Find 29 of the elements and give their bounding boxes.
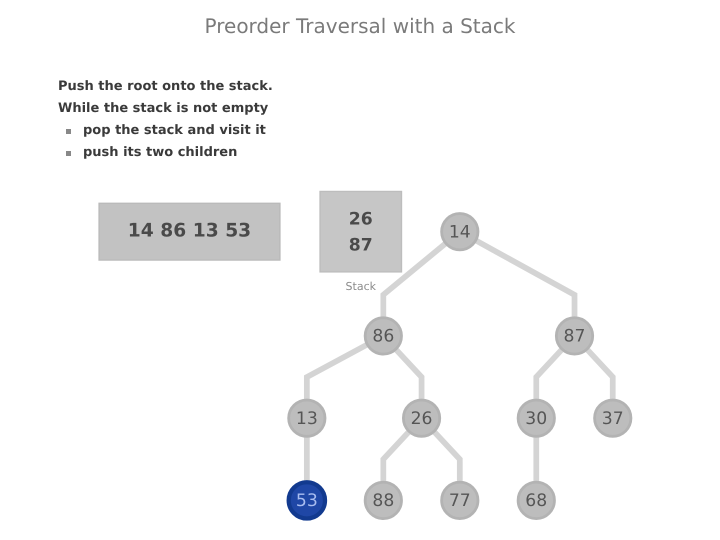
tree-node: 26 <box>402 398 442 438</box>
output-bar: 14 86 13 53 <box>98 202 281 261</box>
instruction-text: While the stack is not empty <box>58 100 268 118</box>
instruction-text: Push the root onto the stack. <box>58 78 273 96</box>
node-caption: Stack <box>346 280 376 293</box>
connector-line <box>533 347 564 400</box>
connector-line <box>304 342 369 400</box>
tree-node: 77 <box>440 480 480 520</box>
tree-node: 86 <box>364 316 403 356</box>
connector-line <box>432 429 463 482</box>
connector-line <box>533 436 540 482</box>
connector-line <box>474 238 578 318</box>
tree-node: 14 <box>440 212 480 252</box>
connector-line <box>380 429 412 482</box>
tree-node: 88 <box>364 480 403 520</box>
tree-node: 68 <box>516 480 556 520</box>
bullet-text: pop the stack and visit it <box>83 122 266 140</box>
tree-node: 13 <box>287 398 326 438</box>
connector-line <box>394 347 424 400</box>
connector-line <box>380 241 448 318</box>
tree-node: 37 <box>593 398 632 438</box>
bullet-text: push its two children <box>83 144 238 162</box>
connector-line <box>304 436 310 482</box>
tree-node: 53 <box>286 480 328 521</box>
tree-node: 87 <box>554 316 594 356</box>
stack-box: 26 87 <box>319 190 402 273</box>
connector-line <box>584 347 616 400</box>
slide-title: Preorder Traversal with a Stack <box>204 14 516 38</box>
tree-node: 30 <box>516 398 556 438</box>
